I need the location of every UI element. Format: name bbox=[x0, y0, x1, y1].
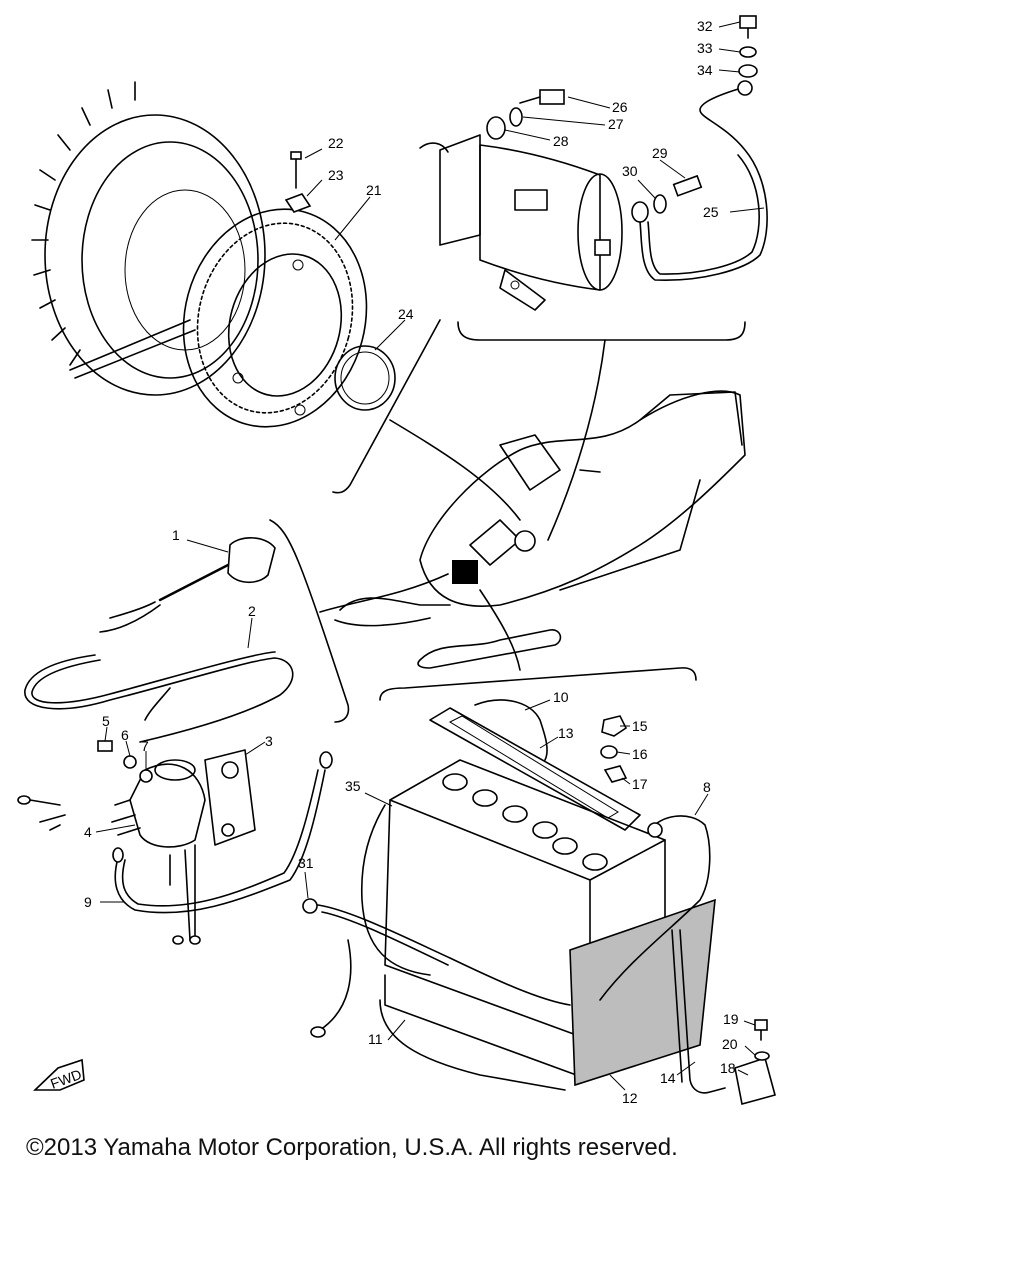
callout-35: 35 bbox=[345, 778, 361, 794]
callout-7: 7 bbox=[141, 738, 149, 754]
callout-21: 21 bbox=[366, 182, 382, 198]
callout-26: 26 bbox=[612, 99, 628, 115]
callout-29: 29 bbox=[652, 145, 668, 161]
callout-9: 9 bbox=[84, 894, 92, 910]
wire-harness bbox=[24, 651, 294, 743]
callout-31: 31 bbox=[298, 855, 314, 871]
callout-3: 3 bbox=[265, 733, 273, 749]
callout-13: 13 bbox=[558, 725, 574, 741]
bolt-26 bbox=[486, 89, 565, 140]
battery-strap bbox=[429, 707, 641, 831]
callout-15: 15 bbox=[632, 718, 648, 734]
o-ring bbox=[334, 345, 396, 411]
snowmobile bbox=[334, 390, 746, 669]
callout-12: 12 bbox=[622, 1090, 638, 1106]
callout-30: 30 bbox=[622, 163, 638, 179]
parts-diagram: FWD bbox=[17, 15, 776, 1106]
callout-24: 24 bbox=[398, 306, 414, 322]
callout-32: 32 bbox=[697, 18, 713, 34]
fwd-arrow-icon: FWD bbox=[33, 1058, 85, 1092]
ignition-switch bbox=[99, 537, 276, 633]
callout-23: 23 bbox=[328, 167, 344, 183]
callout-33: 33 bbox=[697, 40, 713, 56]
starter-motor bbox=[419, 134, 623, 311]
plate-23 bbox=[284, 193, 312, 213]
callout-34: 34 bbox=[697, 62, 713, 78]
battery-cover bbox=[569, 898, 716, 1087]
callout-2: 2 bbox=[248, 603, 256, 619]
callout-11: 11 bbox=[368, 1031, 383, 1047]
callout-16: 16 bbox=[632, 746, 648, 762]
callout-28: 28 bbox=[553, 133, 569, 149]
callout-4: 4 bbox=[84, 824, 92, 840]
callout-6: 6 bbox=[121, 727, 129, 743]
flywheel bbox=[31, 81, 266, 396]
callout-18: 18 bbox=[720, 1060, 736, 1076]
callout-8: 8 bbox=[703, 779, 711, 795]
callout-20: 20 bbox=[722, 1036, 738, 1052]
callout-1: 1 bbox=[172, 527, 180, 543]
ring-gear bbox=[182, 208, 368, 428]
bolt-22 bbox=[290, 151, 302, 189]
leader-lines bbox=[95, 21, 765, 1091]
callout-labels: 1 2 3 4 5 6 7 8 9 10 11 12 13 14 15 16 1… bbox=[84, 18, 739, 1106]
copyright-notice: ©2013 Yamaha Motor Corporation, U.S.A. A… bbox=[26, 1134, 678, 1161]
callout-22: 22 bbox=[328, 135, 344, 151]
cable-25 bbox=[631, 80, 768, 282]
callout-17: 17 bbox=[632, 776, 648, 792]
callout-14: 14 bbox=[660, 1070, 676, 1086]
callout-10: 10 bbox=[553, 689, 569, 705]
starter-solenoid bbox=[17, 749, 256, 945]
callout-19: 19 bbox=[723, 1011, 739, 1027]
callout-5: 5 bbox=[102, 713, 110, 729]
callout-25: 25 bbox=[703, 204, 719, 220]
callout-27: 27 bbox=[608, 116, 624, 132]
